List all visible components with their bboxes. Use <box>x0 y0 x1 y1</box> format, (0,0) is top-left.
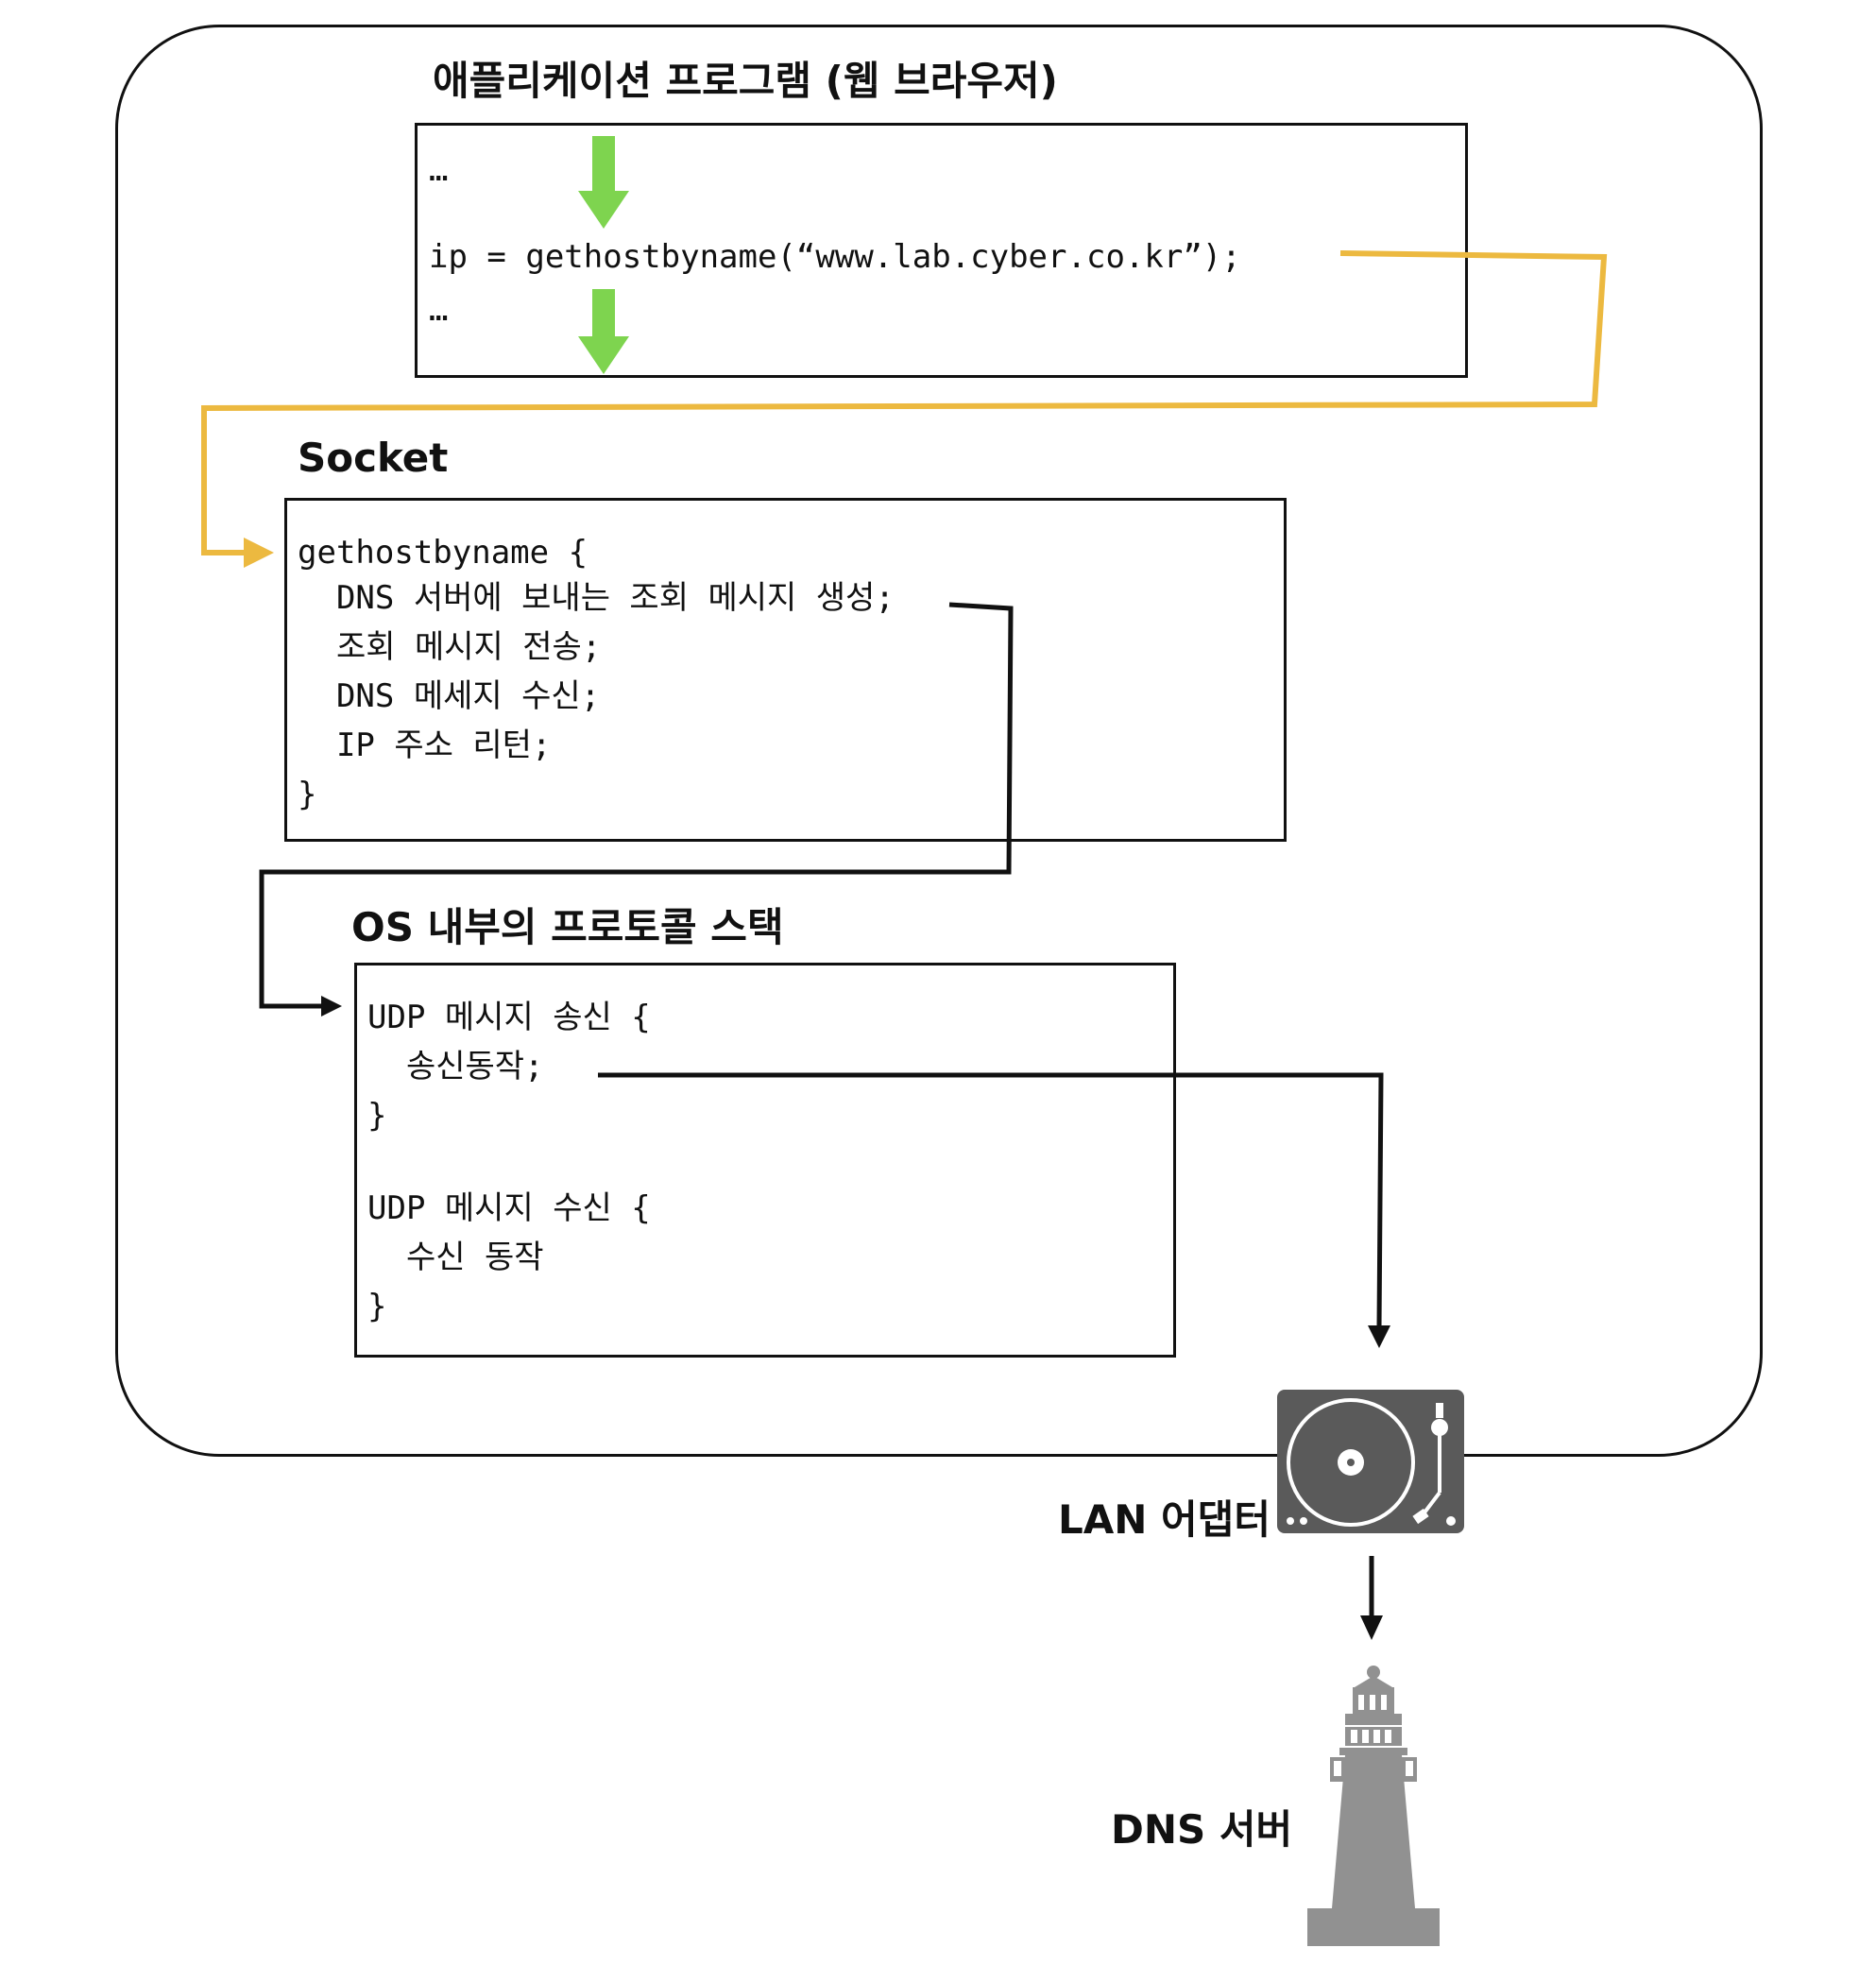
app-program-title: 애플리케이션 프로그램 (웹 브라우저) <box>433 58 1058 104</box>
app-code-line-1: … <box>429 151 449 189</box>
socket-code-line-1: gethostbyname { <box>298 534 588 572</box>
socket-code-line-5: IP 주소 리턴; <box>298 726 552 764</box>
os-to-lan-arrow <box>598 1072 1384 1328</box>
yellow-arrowhead <box>244 538 274 568</box>
green-down-arrow-2 <box>578 289 629 374</box>
computer-boundary <box>115 25 1763 1457</box>
socket-box <box>284 498 1287 842</box>
socket-to-os-arrowhead <box>321 996 342 1017</box>
os-stack-title: OS 내부의 프로토콜 스택 <box>351 904 784 950</box>
yellow-call-arrow <box>201 250 1608 555</box>
socket-code-line-3: 조회 메시지 전송; <box>298 628 602 666</box>
socket-code-line-4: DNS 메세지 수신; <box>298 677 601 715</box>
turntable-icon <box>1277 1390 1464 1533</box>
socket-title: Socket <box>298 435 449 481</box>
app-code-line-2: ip = gethostbyname(“www.lab.cyber.co.kr”… <box>429 238 1241 276</box>
os-stack-box <box>354 963 1176 1358</box>
os-code-line-6: 수신 동작 <box>367 1239 544 1276</box>
socket-code-line-6: } <box>298 776 317 813</box>
os-code-line-7: } <box>367 1288 387 1325</box>
lighthouse-icon <box>1307 1666 1440 1946</box>
socket-to-os-arrow <box>259 602 1014 1009</box>
dns-server-label: DNS 서버 <box>1111 1806 1293 1853</box>
app-code-line-3: … <box>429 291 449 329</box>
lan-to-dns-arrowhead <box>1360 1615 1383 1640</box>
os-code-line-1: UDP 메시지 송신 { <box>367 999 651 1036</box>
os-code-line-3: } <box>367 1097 387 1135</box>
os-code-line-2: 송신동작; <box>367 1048 544 1085</box>
os-code-line-5: UDP 메시지 수신 { <box>367 1189 651 1227</box>
lan-adapter-label: LAN 어댑터 <box>1058 1496 1271 1543</box>
app-program-box <box>415 123 1468 378</box>
os-to-lan-arrowhead <box>1368 1325 1390 1348</box>
socket-code-line-2: DNS 서버에 보내는 조회 메시지 생성; <box>298 579 895 617</box>
green-down-arrow-1 <box>578 136 629 229</box>
